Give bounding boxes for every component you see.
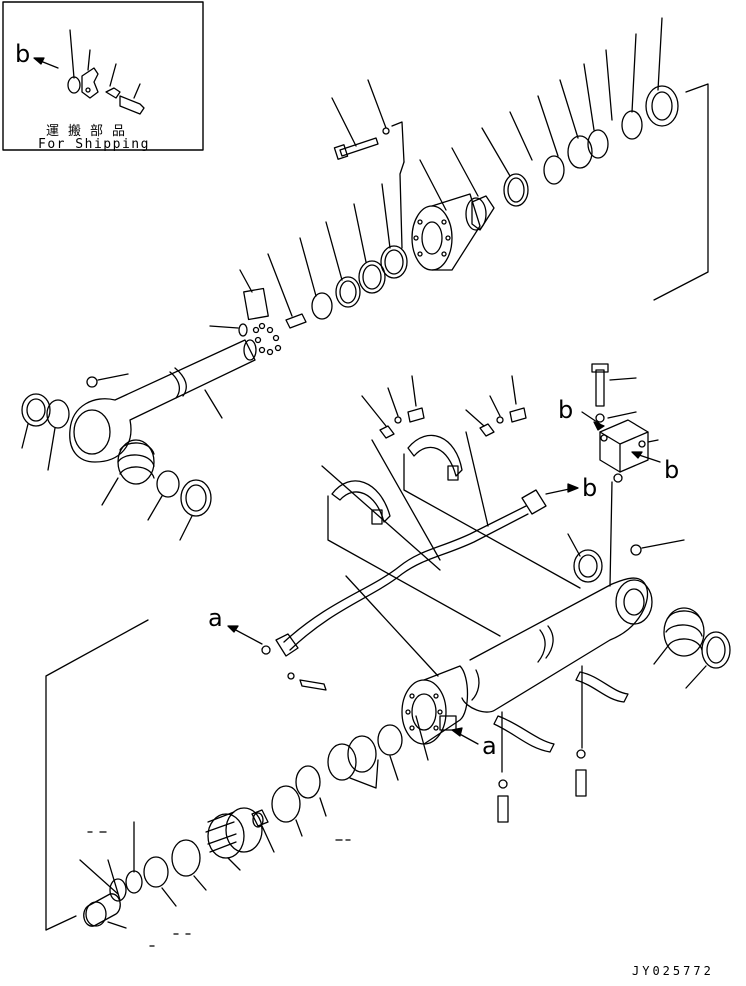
shipping-inset [3, 2, 203, 150]
seal-b [544, 156, 564, 184]
dust-seal-head [646, 86, 678, 126]
pipe-washer [288, 673, 294, 679]
piston [208, 814, 244, 858]
pipe-flange-right [522, 490, 546, 514]
head-bolt-holes [414, 220, 450, 256]
inset-caption-en: For Shipping [38, 137, 150, 152]
tube-dust-seal [574, 550, 602, 582]
inset-marker-b: b [15, 40, 31, 68]
clamp-washer-r [577, 750, 585, 758]
bolt-washer [383, 128, 389, 134]
piston-seal-1 [172, 840, 200, 876]
clamp-bolt-r [576, 770, 586, 796]
head-bolt [340, 138, 378, 156]
valve-bolt [596, 370, 604, 406]
marker-a-right: a [482, 732, 497, 760]
steel-balls [254, 324, 281, 355]
inset-b-arrowhead [34, 58, 44, 64]
piston-seal-4 [110, 879, 126, 901]
seal-e [622, 111, 642, 139]
set-screw [239, 324, 247, 336]
pipe-bolt [300, 680, 326, 690]
dust-seal-left [22, 394, 50, 426]
flange-holes [406, 694, 442, 730]
tube-bushing [664, 608, 704, 656]
drawing-number: JY025772 [632, 964, 714, 978]
inset-clamp-part [82, 68, 98, 98]
piston-ring-5 [272, 786, 300, 822]
piston-rod [70, 340, 255, 462]
hydraulic-pipe [284, 506, 526, 642]
band-clamp-lower-right [576, 672, 628, 702]
o-ring-b [614, 474, 622, 482]
piston-ring-3 [328, 744, 356, 780]
cylinder-tube [462, 578, 648, 712]
inset-bolt-part [120, 96, 144, 114]
clamp-bracket-2 [480, 424, 494, 436]
pipe-clamp-right [408, 435, 462, 476]
pipe-clamp-left [332, 481, 390, 522]
inset-cap-part [68, 77, 80, 93]
grease-fitting [87, 377, 97, 387]
port-block [440, 716, 456, 730]
clamp-bracket-1 [380, 426, 394, 438]
inset-caption-jp: 運搬部品 [46, 124, 135, 139]
ring-3 [359, 261, 385, 293]
marker-a-left: a [208, 604, 223, 632]
eye-seal-1 [157, 471, 179, 497]
valve-block [600, 420, 648, 472]
piston-nut-lower [84, 894, 121, 926]
seal-d [588, 130, 608, 158]
ring-2 [336, 277, 360, 307]
ring-4 [381, 246, 407, 278]
piston-ring-4 [296, 766, 320, 798]
seal-a [504, 174, 528, 206]
piston-nut [286, 314, 306, 328]
bushing-left [47, 400, 69, 428]
pipe-flange-left [276, 634, 298, 656]
piston-ring-1 [378, 725, 402, 755]
band-clamp-lower-left [494, 716, 554, 752]
inset-washer-part [106, 88, 120, 98]
piston-seal-2 [144, 857, 168, 887]
bushing-head [472, 196, 494, 230]
piston-ring-2 [348, 736, 376, 772]
clamp-bolt-l [498, 796, 508, 822]
o-ring-a [262, 646, 270, 654]
piston-pin [253, 813, 263, 827]
seal-c [568, 136, 592, 168]
tube-eye [616, 580, 652, 624]
rod-eye [74, 410, 110, 454]
eye-seal-2 [181, 480, 211, 516]
marker-b-valve-left: b [558, 396, 574, 424]
marker-b-top: b [582, 474, 598, 502]
piston-seal-3 [126, 871, 142, 893]
marker-b-valve-right: b [664, 456, 680, 484]
clamp-washer-l [499, 780, 507, 788]
ring-1 [312, 293, 332, 319]
marker-arrows [228, 412, 660, 744]
lower-cylinder-assembly [46, 364, 730, 946]
tube-grease-fitting [631, 545, 641, 555]
upper-cylinder-assembly [22, 18, 708, 540]
valve-washer [596, 414, 604, 422]
tube-seal [702, 632, 730, 668]
